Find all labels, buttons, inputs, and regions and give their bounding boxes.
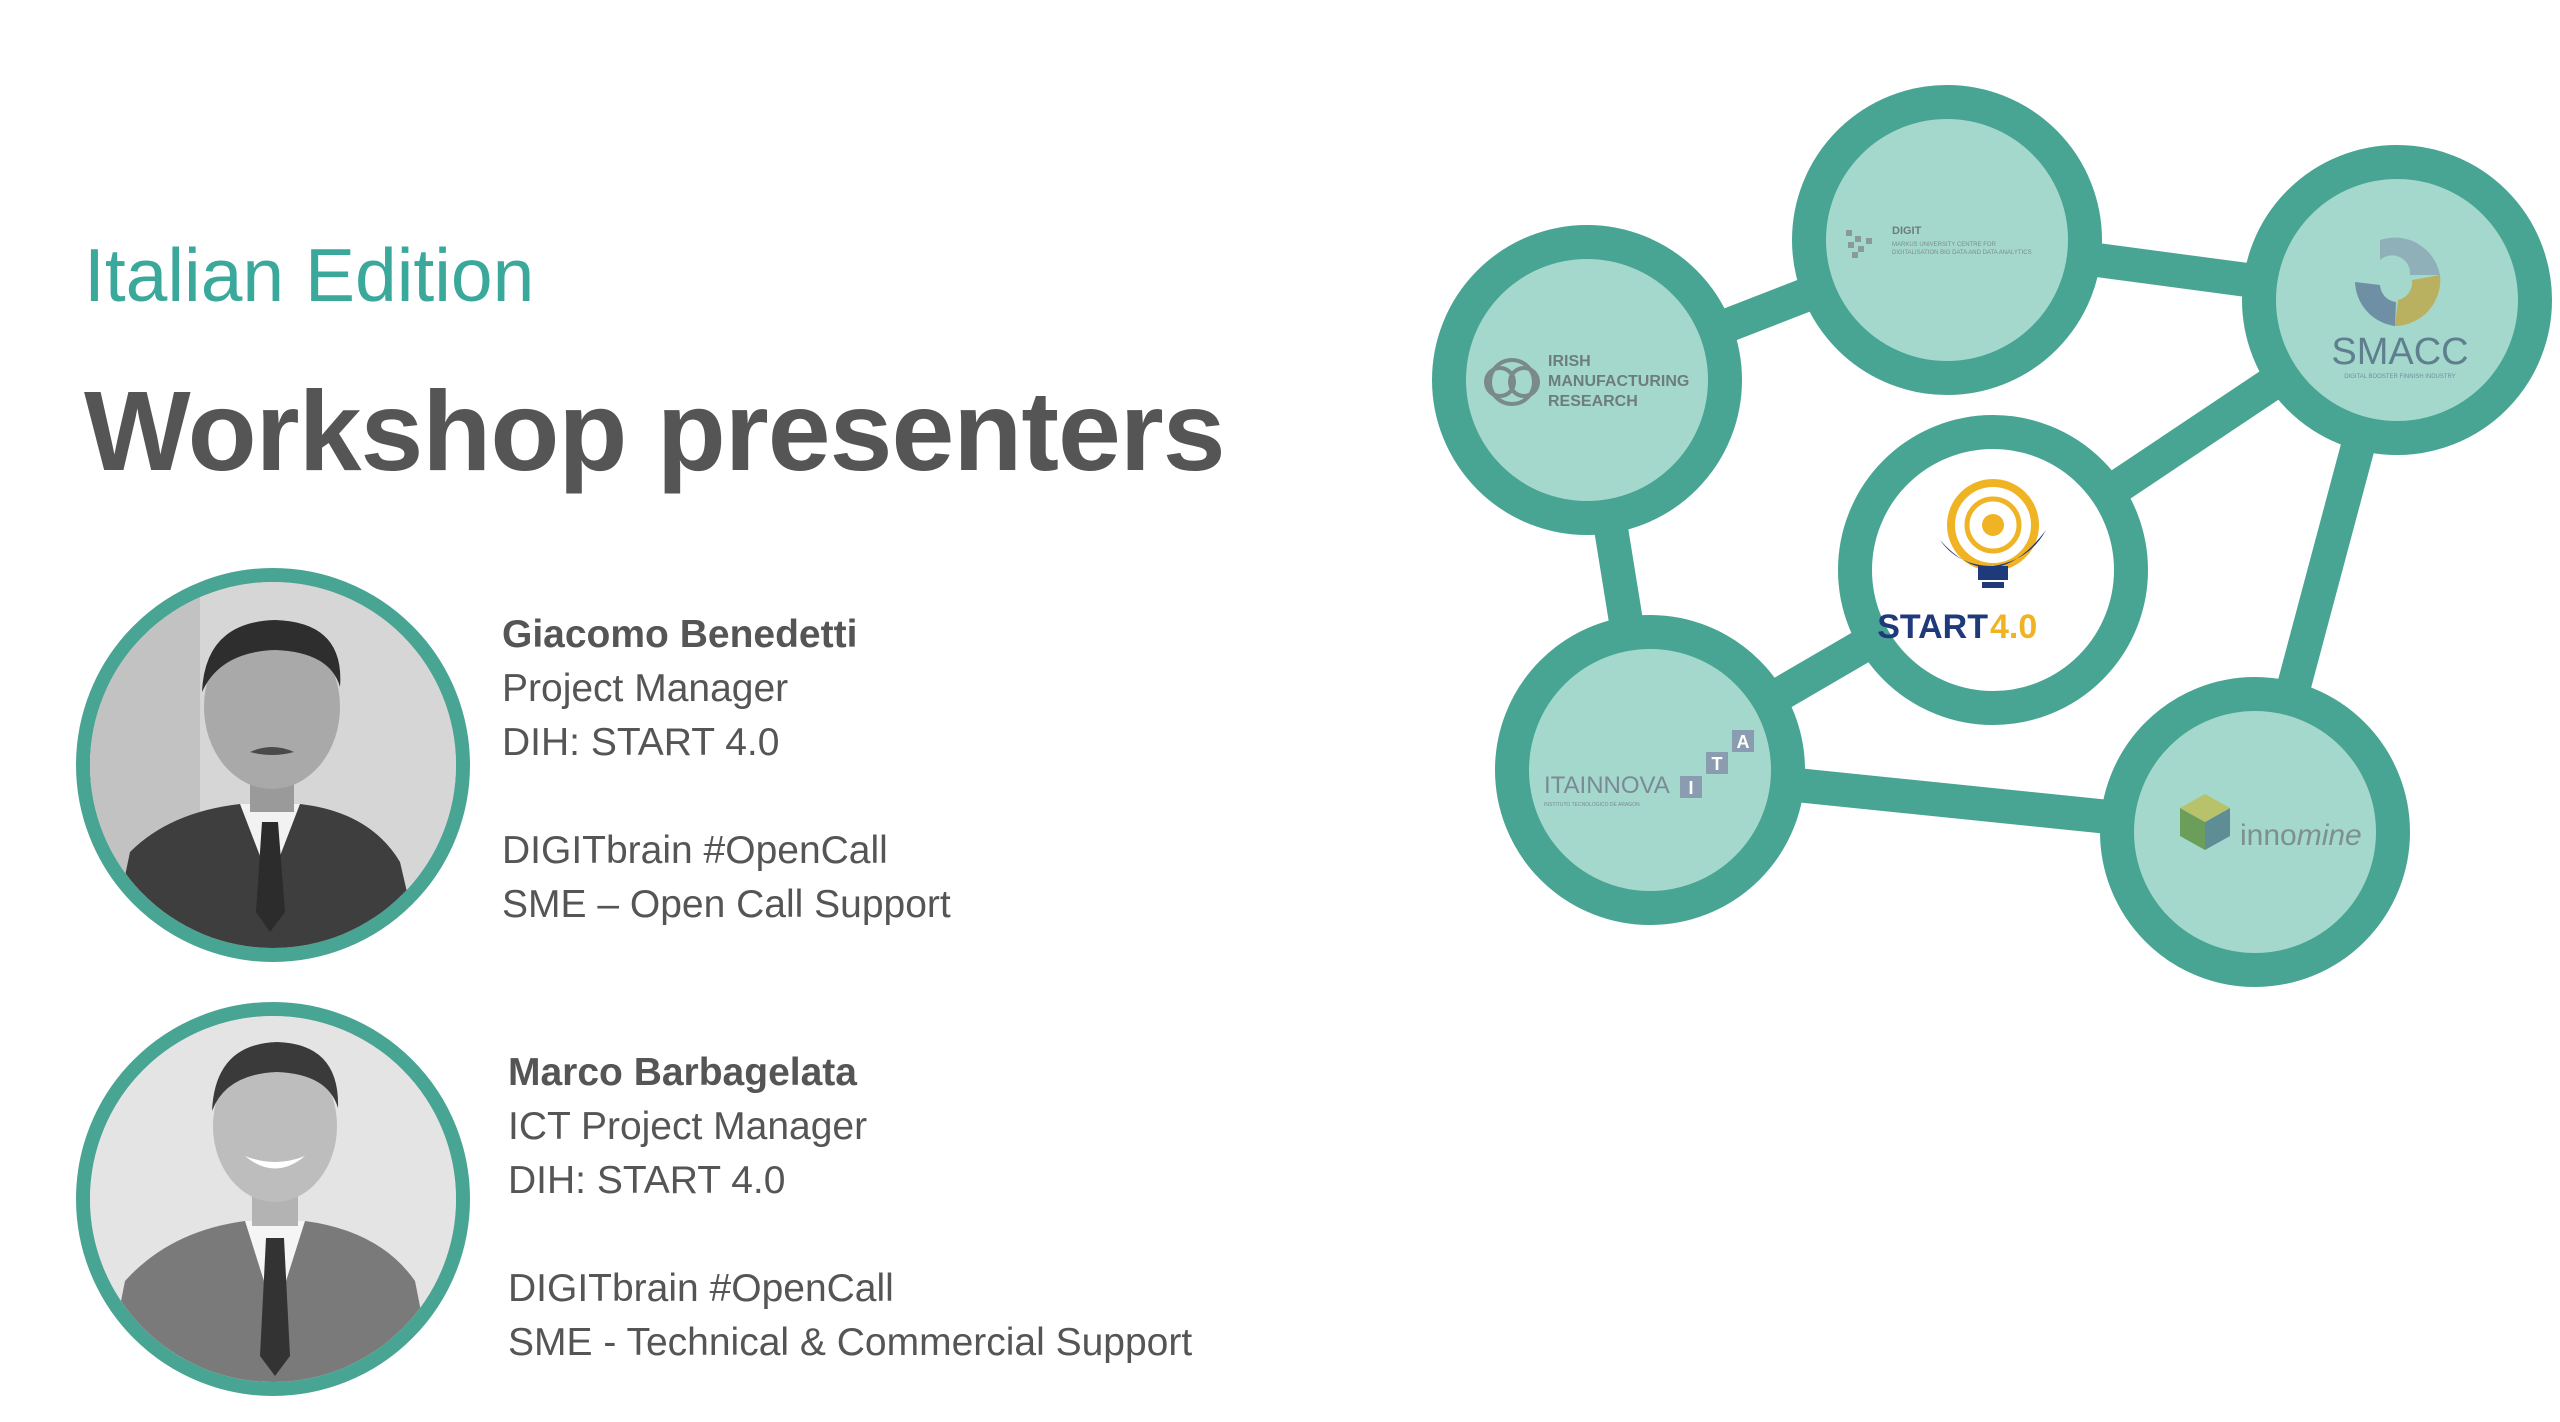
digit-label-line-2: MARKUS UNIVERSITY CENTRE FOR xyxy=(1892,242,1997,248)
irish-label-line-1: IRISH xyxy=(1548,353,1591,370)
irish-label-line-3: RESEARCH xyxy=(1548,393,1638,410)
presenter-support-2: SME - Technical & Commercial Support xyxy=(508,1321,1193,1364)
presenter-portrait-2 xyxy=(90,1016,456,1382)
presenter-info-1: Giacomo Benedetti Project Manager DIH: S… xyxy=(502,608,951,932)
presenter-name-1: Giacomo Benedetti xyxy=(502,613,858,656)
innomine-cube-icon xyxy=(2180,794,2230,850)
irish-logo-icon xyxy=(1484,358,1540,406)
presenter-support-1: SME – Open Call Support xyxy=(502,883,951,926)
node-innomine: innomine xyxy=(2100,677,2410,987)
itainnova-letter-i: I xyxy=(1688,778,1693,798)
itainnova-letter-t: T xyxy=(1712,754,1723,774)
digit-logo-icon xyxy=(1846,230,1872,258)
innomine-wordmark: innomine xyxy=(2240,819,2362,852)
node-start-4-0: START 4.0 xyxy=(1838,415,2148,725)
presenter-info-2: Marco Barbagelata ICT Project Manager DI… xyxy=(508,1046,1192,1370)
start-version: 4.0 xyxy=(1990,608,2037,646)
presenter-name-2: Marco Barbagelata xyxy=(508,1051,857,1094)
innomine-suffix: mine xyxy=(2297,819,2362,852)
presenter-portrait-1 xyxy=(90,582,456,948)
start-bulb-icon xyxy=(1940,479,2046,588)
presenter-role-2: ICT Project Manager xyxy=(508,1105,868,1148)
itainnova-name: ITAINNOVA xyxy=(1544,772,1670,799)
presenter-dih-1: DIH: START 4.0 xyxy=(502,721,780,764)
node-irish-manufacturing-research: IRISH MANUFACTURING RESEARCH xyxy=(1432,225,1742,535)
presenter-role-1: Project Manager xyxy=(502,667,789,710)
node-digit: DIGIT MARKUS UNIVERSITY CENTRE FOR DIGIT… xyxy=(1792,85,2102,395)
innomine-prefix: inno xyxy=(2240,819,2297,852)
edition-subtitle: Italian Edition xyxy=(84,233,535,317)
node-itainnova: ITAINNOVA INSTITUTO TECNOLOGICO DE ARAGO… xyxy=(1495,615,1805,925)
presenter-program-1: DIGITbrain #OpenCall xyxy=(502,829,888,872)
presenter-photo-2 xyxy=(76,1002,470,1396)
digit-label-line-1: DIGIT xyxy=(1892,225,1922,237)
start-name: START xyxy=(1877,608,1988,646)
itainnova-letter-a: A xyxy=(1737,732,1750,752)
presenter-dih-2: DIH: START 4.0 xyxy=(508,1159,786,1202)
smacc-tagline: DIGITAL BOOSTER FINNISH INDUSTRY xyxy=(2344,374,2456,380)
itainnova-letter-blocks: I T A xyxy=(1680,730,1754,798)
node-smacc: SMACC DIGITAL BOOSTER FINNISH INDUSTRY xyxy=(2242,145,2552,455)
presenter-program-2: DIGITbrain #OpenCall xyxy=(508,1267,894,1310)
itainnova-tagline: INSTITUTO TECNOLOGICO DE ARAGON xyxy=(1544,802,1640,808)
page-title: Workshop presenters xyxy=(84,368,1226,494)
smacc-logo-icon xyxy=(2355,237,2441,326)
irish-label-line-2: MANUFACTURING xyxy=(1548,373,1689,390)
smacc-name: SMACC xyxy=(2331,331,2468,373)
digit-label-line-3: DIGITALISATION BIG DATA AND DATA ANALYTI… xyxy=(1892,250,2032,256)
